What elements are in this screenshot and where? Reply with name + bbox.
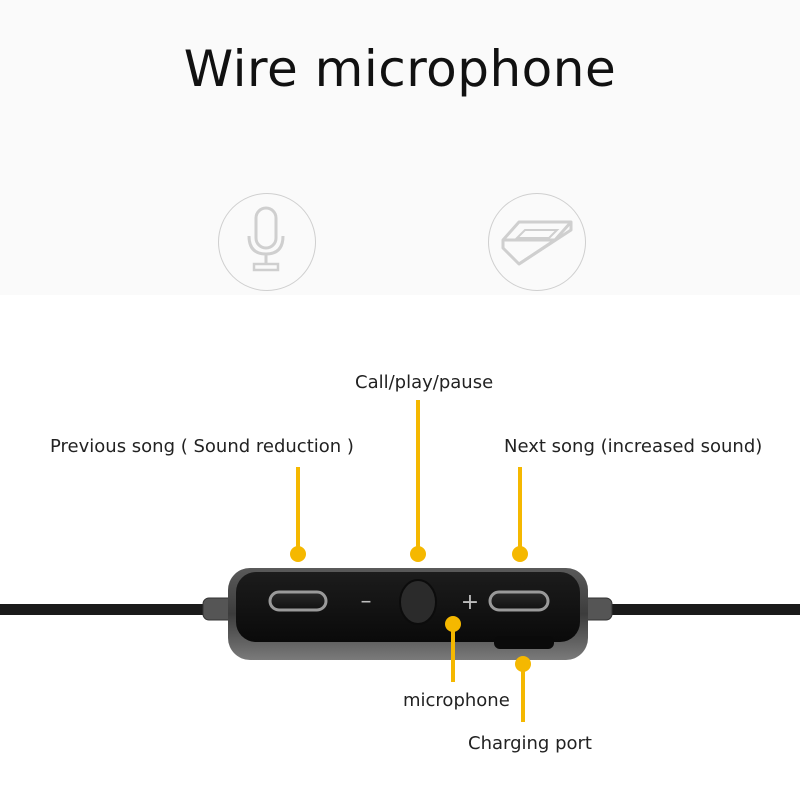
header-band <box>0 0 800 295</box>
next-song-label: Next song (increased sound) <box>504 436 763 457</box>
charging-port-icon <box>488 193 586 291</box>
minus-symbol: – <box>361 589 372 614</box>
previous-song-label: Previous song ( Sound reduction ) <box>50 436 354 457</box>
next-leader-dot <box>512 546 528 562</box>
charging-port-label: Charging port <box>468 733 592 754</box>
cable-left <box>0 604 210 615</box>
previous-leader-dot <box>290 546 306 562</box>
call-leader-dot <box>410 546 426 562</box>
charging-leader-line <box>521 664 525 722</box>
charging-port-slot <box>494 636 554 649</box>
previous-button <box>268 590 328 612</box>
microphone-leader-line <box>451 624 455 682</box>
call-play-pause-button <box>399 579 437 625</box>
call-leader-line <box>416 400 420 550</box>
call-play-pause-label: Call/play/pause <box>355 372 494 393</box>
plus-symbol: + <box>461 590 479 615</box>
remote-control-device: – + <box>0 568 800 660</box>
next-button <box>488 590 550 612</box>
next-leader-line <box>518 467 522 550</box>
microphone-icon <box>218 193 316 291</box>
microphone-label: microphone <box>403 690 510 711</box>
previous-leader-line <box>296 467 300 550</box>
cable-right <box>612 604 800 615</box>
page-title: Wire microphone <box>183 40 617 98</box>
